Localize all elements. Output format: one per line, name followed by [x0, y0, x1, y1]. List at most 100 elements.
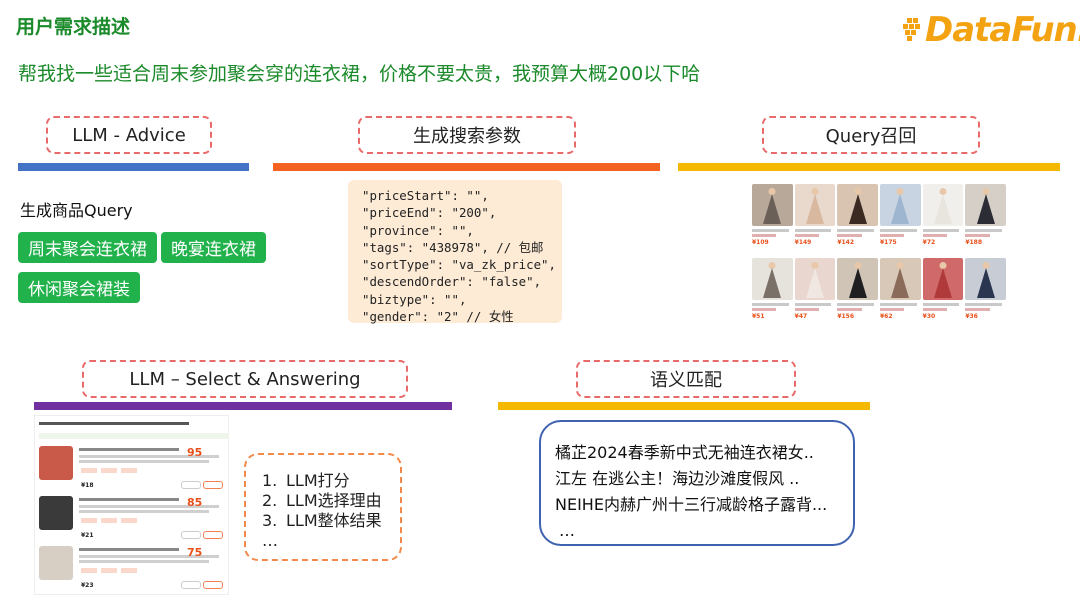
item-thumbnail	[39, 446, 73, 480]
product-price: ¥142	[837, 239, 855, 246]
product-tag-line	[794, 234, 820, 237]
semantic-line: NEIHE内赫广州十三行减龄格子露背...	[555, 495, 828, 514]
product-title-line	[752, 229, 789, 232]
recall-bar	[678, 163, 1060, 171]
dress-shape	[933, 268, 952, 298]
product-tag-line	[965, 234, 990, 237]
product-price: ¥30	[922, 313, 936, 320]
params-label-box: 生成搜索参数	[358, 116, 576, 154]
item-button[interactable]	[181, 581, 201, 589]
dress-shape	[763, 194, 782, 224]
product-price: ¥149	[794, 239, 812, 246]
item-tag	[81, 568, 97, 573]
product-card: ¥149	[794, 184, 836, 254]
llm-step-more: …	[262, 531, 278, 550]
product-image	[922, 258, 964, 300]
item-button[interactable]	[181, 481, 201, 489]
recall-label-box: Query召回	[762, 116, 980, 154]
advice-bar	[18, 163, 249, 171]
product-card: ¥72	[922, 184, 964, 254]
model-head	[896, 262, 904, 269]
code-line: "tags": "438978", // 包邮	[362, 239, 544, 255]
product-title-line	[965, 303, 1002, 306]
item-text-line	[79, 505, 219, 508]
semantic-line: 江左 在逃公主！海边沙滩度假风 ..	[555, 469, 800, 488]
code-line: "priceEnd": "200",	[362, 205, 497, 221]
item-score: 95	[187, 446, 203, 459]
dress-shape	[848, 268, 867, 298]
product-image	[965, 258, 1006, 300]
product-price: ¥156	[837, 313, 855, 320]
product-price: ¥188	[965, 239, 983, 246]
product-price: ¥175	[880, 239, 897, 246]
item-score: 85	[187, 496, 203, 509]
item-text-line	[79, 555, 219, 558]
item-tag	[81, 468, 97, 473]
ranked-item: 95 ¥18	[39, 446, 225, 494]
product-title-line	[837, 303, 874, 306]
ranked-item: 75¥23	[39, 546, 225, 594]
select-bar	[34, 402, 452, 410]
screenshot-notice	[39, 433, 229, 439]
product-title-line	[794, 303, 832, 306]
product-card: ¥156	[837, 258, 878, 328]
model-head	[811, 262, 819, 269]
item-tag	[121, 518, 137, 523]
product-title-line	[965, 229, 1002, 232]
semantic-match-box: 橘芷2024春季新中式无袖连衣裙女.. 江左 在逃公主！海边沙滩度假风 .. N…	[539, 420, 855, 546]
model-head	[768, 188, 776, 195]
product-card: ¥30	[922, 258, 964, 328]
product-tag-line	[880, 308, 905, 311]
llm-steps-box: 1.LLM打分 2.LLM选择理由 3.LLM整体结果 …	[244, 453, 402, 561]
screenshot-header	[39, 422, 189, 425]
product-title-line	[880, 303, 917, 306]
item-price: ¥18	[81, 482, 94, 489]
semantic-bar	[498, 402, 870, 410]
product-price: ¥47	[794, 313, 808, 320]
item-tag	[101, 568, 117, 573]
query-chip-3: 休闲聚会裙装	[18, 272, 140, 303]
model-head	[939, 262, 947, 269]
dress-shape	[976, 194, 995, 224]
semantic-label: 语义匹配	[650, 370, 722, 391]
product-price: ¥109	[752, 239, 769, 246]
item-tag	[101, 518, 117, 523]
code-line: "priceStart": "",	[362, 188, 489, 203]
item-buy-button[interactable]	[203, 581, 223, 589]
user-request-text: 帮我找一些适合周末参加聚会穿的连衣裙，价格不要太贵，我预算大概200以下哈	[18, 63, 701, 85]
dress-shape	[976, 268, 995, 298]
item-button[interactable]	[181, 531, 201, 539]
item-buy-button[interactable]	[203, 481, 223, 489]
code-line: "biztype": "",	[362, 291, 467, 307]
dress-shape	[805, 268, 824, 298]
logo-wordmark: DataFun.	[925, 10, 1080, 50]
item-tag	[101, 468, 117, 473]
product-price: ¥36	[965, 313, 978, 320]
item-tag	[121, 568, 137, 573]
item-text-line	[79, 548, 179, 551]
product-title-line	[837, 229, 874, 232]
search-params-code: "priceStart": "","priceEnd": "200","prov…	[348, 180, 562, 324]
product-card: ¥142	[837, 184, 878, 254]
llm-step-3: 3.LLM整体结果	[262, 511, 382, 530]
product-image	[880, 258, 921, 300]
dress-shape	[848, 194, 867, 224]
product-image	[837, 184, 878, 226]
product-tag-line	[837, 308, 862, 311]
product-tag-line	[837, 234, 862, 237]
query-chip-2: 晚宴连衣裙	[161, 232, 266, 263]
product-card: ¥47	[794, 258, 836, 328]
product-card: ¥62	[880, 258, 921, 328]
advice-heading: 生成商品Query	[20, 201, 133, 220]
product-tag-line	[794, 308, 820, 311]
product-title-line	[880, 229, 917, 232]
recall-product-grid: ¥109¥149¥142¥175¥72¥188¥51¥47¥156¥62¥30¥…	[752, 184, 1006, 328]
product-card: ¥109	[752, 184, 793, 254]
item-score: 75	[187, 546, 203, 559]
product-title-line	[752, 303, 789, 306]
select-label-box: LLM – Select & Answering	[82, 360, 408, 398]
dress-shape	[891, 268, 910, 298]
item-buy-button[interactable]	[203, 531, 223, 539]
product-price: ¥62	[880, 313, 893, 320]
